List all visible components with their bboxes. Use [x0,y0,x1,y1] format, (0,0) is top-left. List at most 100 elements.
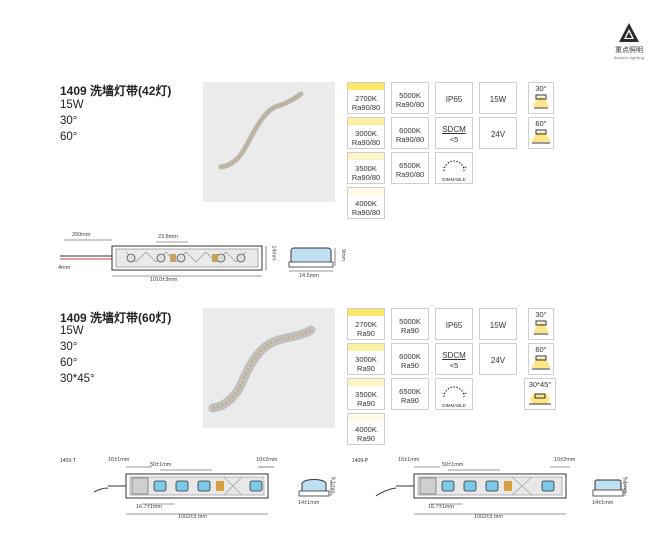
product1-cct-5000-ra: Ra90/80 [395,100,425,109]
product1-dimmable-text: DIMMABLE [442,177,466,182]
product2-spec-angle-30x45: 30*45° [60,373,95,385]
product2-drawP-tag: 1409-P [352,458,369,464]
product1-cct-3000-k: 3000K [355,129,377,138]
product1-angle-30: 30° [528,82,554,114]
product2-cct-6500: 6500K Ra90 [391,378,429,410]
product1-spec-angle-60: 60° [60,131,78,143]
product2-drawP-length: 1002±3 mm [474,514,504,520]
product1-power: 15W [479,82,517,114]
product2-drawP-width: 14±1mm [592,500,614,506]
product1-cct-6500-k: 6500K [399,161,421,170]
product2-angle-30: 30° [528,308,554,340]
product2-spec-power: 15W [60,325,84,337]
product1-cct-6000-k: 6000K [399,126,421,135]
svg-text:+: + [464,391,467,397]
product1-cct-3500-k: 3500K [355,164,377,173]
product2-cct-6500-ra: Ra90 [401,396,419,405]
product2-drawP-seg: 16.7±1mm [428,504,454,510]
product2-cross-section-P [592,479,626,497]
product1-cct-2700-k: 2700K [355,94,377,103]
logo-en-text: Accent Lighting [613,55,645,60]
product1-cct-4000-ra: Ra90/80 [351,208,381,217]
product1-cct-5000: 5000K Ra90/80 [391,82,429,114]
product1-strip-drawing [60,239,267,277]
product1-spec-angle-30: 30° [60,115,78,127]
beam-60-icon [531,129,551,144]
product1-cct-3000: 3000K Ra90/80 [347,117,385,149]
product2-voltage: 24V [479,343,517,375]
product2-angle-60-text: 60° [535,345,547,354]
led-strip-image-2 [208,325,316,413]
product2-cct-3500: 3500K Ra90 [347,378,385,410]
product1-dim-length: 1010±3mm [150,277,178,283]
product2-cct-5000: 5000K Ra90 [391,308,429,340]
product2-cct-6000-ra: Ra90 [401,361,419,370]
product1-angle-60: 60° [528,117,554,149]
product1-angle-30-text: 30° [535,84,547,93]
product2-cct-6000-k: 6000K [399,352,421,361]
product2-angle-30x45: 30*45° [524,378,556,410]
product2-cct-2700: 2700K Ra90 [347,308,385,340]
product2-cct-4000-k: 4000K [355,425,377,434]
product2-drawT-height: 9.1mm [329,476,336,494]
product1-power-text: 15W [489,95,507,104]
product2-drawT-length: 1002±3 mm [178,514,208,520]
product2-cct-3000-swatch [348,344,384,351]
beam-30x45-icon [529,393,551,405]
product1-cct-6000-ra: Ra90/80 [395,135,425,144]
product2-title: 1409 洗墙灯带(60灯) [60,311,172,325]
product1-cct-3500-swatch [348,153,384,160]
product1-dim-depth: 9mm [340,248,347,262]
product2-drawT-width: 14±1mm [298,500,320,506]
product2-cct-6500-k: 6500K [399,387,421,396]
product2-sdcm-bottom: <5 [449,361,459,370]
product2-cross-section-T [298,479,332,497]
product2-drawT-seg: 16.7±1mm [136,504,162,510]
product2-drawT-cap: 10±2mm [256,457,278,463]
product2-cct-3000-ra: Ra90 [357,364,375,373]
product2-specs: 15W 30° 60° 30*45° [60,323,95,387]
product1-voltage: 24V [479,117,517,149]
product2-sdcm-top: SDCM [442,351,466,360]
product2-drawT-tag: 1409-T [60,458,76,464]
product1-cct-6500-ra: Ra90/80 [395,170,425,179]
product1-cct-2700-ra: Ra90/80 [351,103,381,112]
beam-60-icon [531,355,551,370]
product1-cct-3000-swatch [348,118,384,125]
logo-cn-text: 重点照明 [615,47,643,54]
product1-ip-text: IP65 [445,95,463,104]
product1-cct-5000-k: 5000K [399,91,421,100]
product2-cct-3500-ra: Ra90 [357,399,375,408]
product1-cct-4000: 4000K Ra90/80 [347,187,385,219]
product1-ip-rating: IP65 [435,82,473,114]
product1-cct-3000-ra: Ra90/80 [351,138,381,147]
product1-cct-3500-ra: Ra90/80 [351,173,381,182]
product2-drawP-height: 9.1mm [621,476,628,494]
svg-text:-: - [442,391,444,397]
product1-cct-2700: 2700K Ra90/80 [347,82,385,114]
product2-power: 15W [479,308,517,340]
product2-cct-3000: 3000K Ra90 [347,343,385,375]
product2-drawP-end: 16±1mm [398,457,420,463]
product1-sdcm-top: SDCM [442,125,466,134]
beam-30-icon [533,320,549,335]
dimmable-icon: - + [442,386,467,398]
product1-cross-section [288,247,336,272]
beam-30-icon [533,94,549,109]
product1-voltage-text: 24V [490,130,506,139]
product2-photo [203,308,335,428]
product1-dimmable: - + DIMMABLE [435,152,473,184]
product1-cct-6000: 6000K Ra90/80 [391,117,429,149]
triangle-logo-icon [619,23,639,42]
product2-ip-rating: IP65 [435,308,473,340]
product1-title: 1409 洗墙灯带(42灯) [60,84,172,98]
product2-cct-5000-k: 5000K [399,317,421,326]
product2-drawP-cap: 10±2mm [554,457,576,463]
product1-dim-pitch: 23.8mm [158,234,178,240]
product1-sdcm-bottom: <5 [449,135,459,144]
product2-cct-2700-swatch [348,309,384,316]
product2-drawP-pitch: 50±1mm [442,462,464,468]
product1-dim-height: 14mm [270,245,277,261]
product2-cct-4000-ra: Ra90 [357,434,375,443]
product1-photo [203,82,335,202]
